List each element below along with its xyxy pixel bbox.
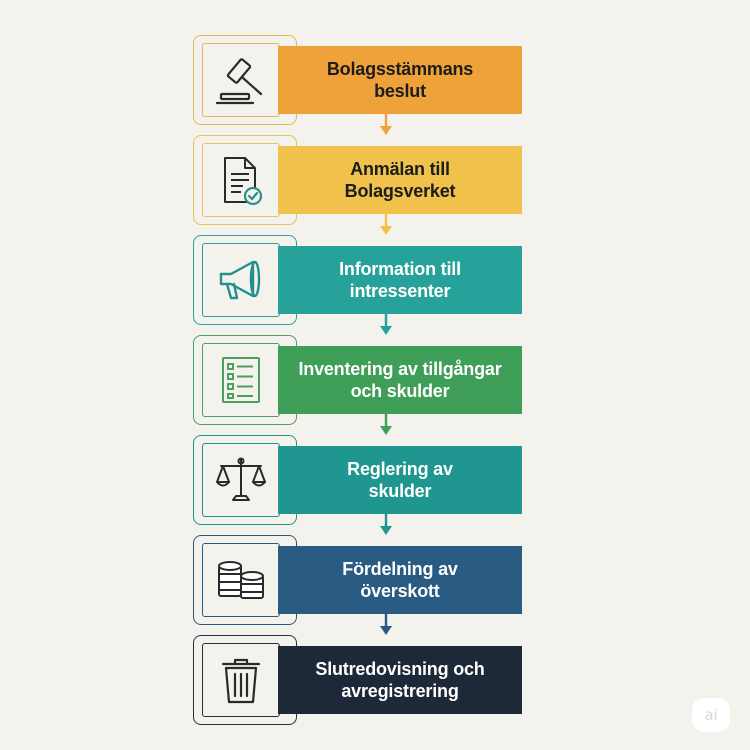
flow-arrow: [380, 414, 392, 435]
gavel-icon: [215, 58, 263, 105]
process-step: Information till intressenter: [0, 235, 750, 325]
step-bar: Slutredovisning och avregistrering: [278, 646, 522, 714]
step-bar: Fördelning av överskott: [278, 546, 522, 614]
step-label: Information till intressenter: [339, 259, 461, 301]
icon-box: [202, 43, 280, 117]
process-step: Slutredovisning och avregistrering: [0, 635, 750, 725]
step-bar: Information till intressenter: [278, 246, 522, 314]
scales-icon: [216, 457, 266, 501]
icon-box: [202, 243, 280, 317]
process-step: Inventering av tillgångar och skulder: [0, 335, 750, 425]
step-bar: Inventering av tillgångar och skulder: [278, 346, 522, 414]
step-label: Fördelning av överskott: [342, 559, 458, 601]
step-label: Inventering av tillgångar och skulder: [298, 359, 502, 401]
icon-box: [202, 543, 280, 617]
icon-box: [202, 343, 280, 417]
step-bar: Bolagsstämmans beslut: [278, 46, 522, 114]
step-label: Anmälan till Bolagsverket: [344, 159, 456, 201]
process-step: Bolagsstämmans beslut: [0, 35, 750, 125]
trash-bin-icon: [221, 658, 261, 704]
step-label: Bolagsstämmans beslut: [326, 59, 474, 101]
megaphone-icon: [219, 260, 261, 300]
step-bar: Anmälan till Bolagsverket: [278, 146, 522, 214]
coins-icon: [218, 561, 264, 599]
icon-box: [202, 443, 280, 517]
icon-box: [202, 643, 280, 717]
process-step: Reglering av skulder: [0, 435, 750, 525]
flow-arrow: [380, 514, 392, 535]
step-bar: Reglering av skulder: [278, 446, 522, 514]
document-check-icon: [224, 157, 263, 206]
step-label: Slutredovisning och avregistrering: [315, 659, 485, 701]
ai-badge: ai: [692, 698, 730, 732]
flow-arrow: [380, 114, 392, 135]
process-step: Anmälan till Bolagsverket: [0, 135, 750, 225]
process-step: Fördelning av överskott: [0, 535, 750, 625]
flow-arrow: [380, 214, 392, 235]
flow-arrow: [380, 314, 392, 335]
checklist-icon: [222, 357, 260, 403]
step-label: Reglering av skulder: [347, 459, 453, 501]
flow-arrow: [380, 614, 392, 635]
icon-box: [202, 143, 280, 217]
